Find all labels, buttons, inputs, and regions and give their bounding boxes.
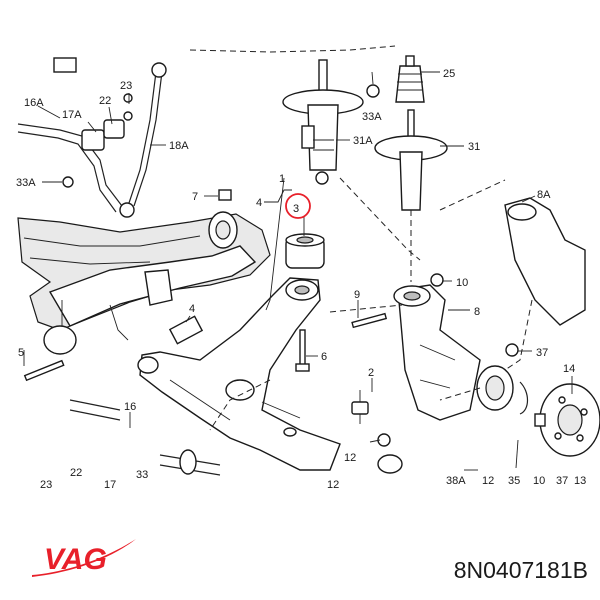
upper-knuckle (504, 197, 586, 326)
label-17b: 17 (104, 479, 116, 490)
label-33b: 33 (136, 469, 148, 481)
label-12c: 12 (482, 475, 494, 487)
control-arm (137, 277, 341, 471)
label-17a: 17A (62, 109, 82, 121)
wheel-hub (534, 383, 600, 457)
bump-stop (395, 55, 425, 103)
label-22b: 22 (70, 467, 82, 479)
bolts (23, 84, 519, 382)
label-33a-top: 33A (362, 111, 382, 123)
label-23b: 23 (40, 479, 52, 490)
label-2: 2 (368, 367, 374, 379)
label-9: 9 (354, 289, 360, 301)
label-16a: 16A (24, 97, 44, 109)
label-18a: 18A (169, 140, 189, 152)
label-12b: 12 (327, 479, 339, 490)
stabilizer-bar (17, 57, 167, 218)
label-38a: 38A (446, 475, 466, 487)
subframe (17, 211, 271, 355)
label-6: 6 (321, 351, 327, 363)
assembly-lines (189, 45, 533, 431)
part-labels: 25 23 22 16A 17A 33A 31A 31 18A 33A 8A 7… (16, 68, 586, 490)
label-1: 1 (279, 173, 285, 185)
label-4a: 4 (256, 197, 262, 209)
leader-lines (23, 71, 573, 471)
label-33a-left: 33A (16, 177, 36, 189)
strut-assembly (282, 59, 364, 185)
vag-logo: VAG (32, 539, 136, 577)
label-10b: 10 (533, 475, 545, 487)
label-22: 22 (99, 95, 111, 107)
label-13: 13 (574, 475, 586, 487)
label-37b: 37 (556, 475, 568, 487)
label-23: 23 (120, 80, 132, 92)
label-14: 14 (563, 363, 575, 375)
steering-knuckle (393, 284, 481, 421)
shock-absorber (374, 109, 448, 211)
logo-text: VAG (44, 543, 107, 576)
highlight-circle (285, 193, 311, 219)
label-37: 37 (536, 347, 548, 359)
label-25: 25 (443, 68, 455, 80)
bushing-3 (285, 233, 325, 269)
wheel-bearing (476, 365, 529, 415)
label-4b: 4 (189, 303, 195, 315)
label-3: 3 (293, 203, 299, 215)
label-12a: 12 (344, 452, 356, 464)
label-8a: 8A (537, 189, 551, 201)
small-parts (69, 390, 403, 476)
part-number: 8N0407181B (453, 557, 588, 583)
label-8: 8 (474, 306, 480, 318)
label-16: 16 (124, 401, 136, 413)
exploded-parts-diagram: 25 23 22 16A 17A 33A 31A 31 18A 33A 8A 7… (16, 45, 600, 490)
label-7: 7 (192, 191, 198, 203)
label-31: 31 (468, 141, 480, 153)
label-10: 10 (456, 277, 468, 289)
label-35: 35 (508, 475, 520, 487)
label-5: 5 (18, 347, 24, 359)
label-31a: 31A (353, 135, 373, 147)
